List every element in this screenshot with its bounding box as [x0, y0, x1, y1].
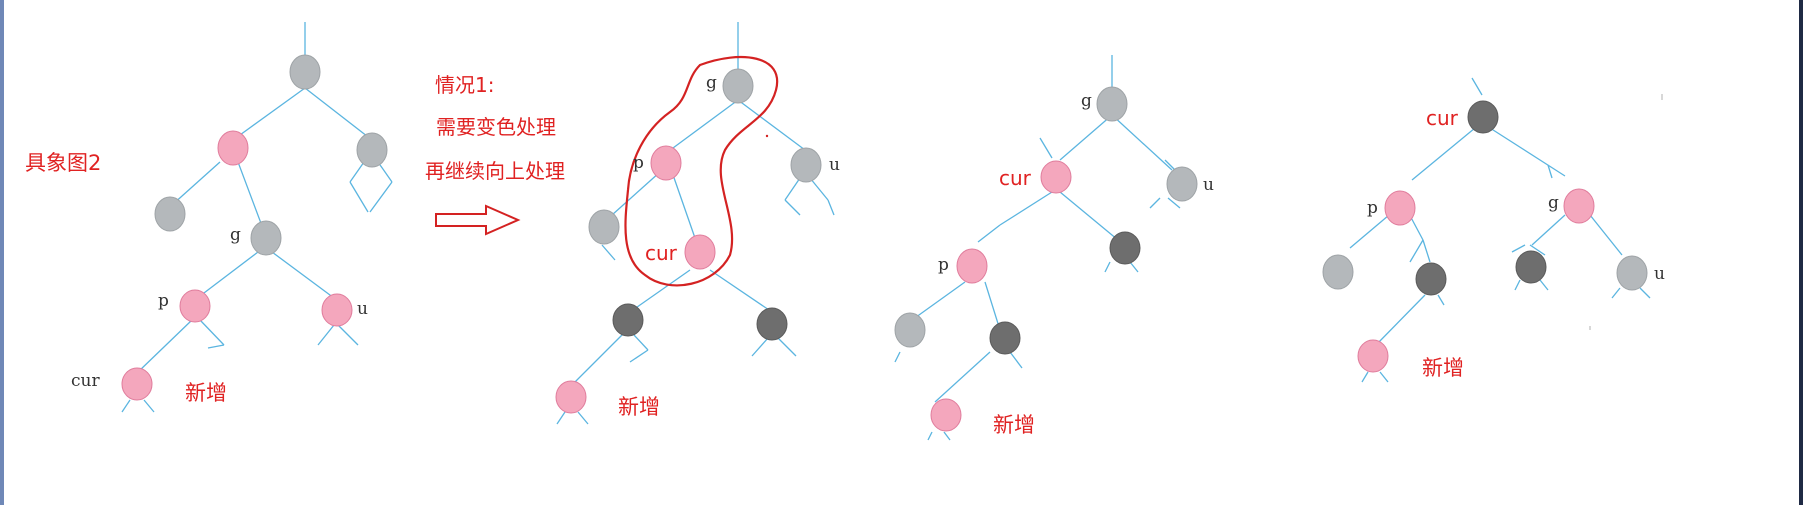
tree-2-node-u: [790, 147, 822, 183]
tree-2-label-p: p: [633, 153, 644, 173]
tree-4-node-new: [1357, 339, 1389, 373]
tree-2-node-cl: [612, 303, 644, 337]
tree-4-node-pl: [1322, 254, 1354, 290]
tree-3-label-g: g: [1081, 91, 1092, 111]
tree-4-node-pr: [1415, 262, 1447, 296]
tree-1-label-u: u: [357, 299, 368, 319]
tree-1-node-root: [289, 54, 321, 90]
tree-2-label-u: u: [829, 155, 840, 175]
right-frame-edge: [1799, 0, 1803, 505]
tree-2-node-p: [650, 145, 682, 181]
tree-2-node-new: [555, 380, 587, 414]
tree-2-node-cr: [756, 307, 788, 341]
tree-2: [556, 22, 835, 425]
tree-3-node-u: [1166, 166, 1198, 202]
tree-4-new-label: 新增: [1422, 356, 1464, 380]
tree-1-node-p: [179, 289, 211, 323]
tree-4-node-p: [1384, 190, 1416, 226]
case-line-2: 再继续向上处理: [425, 159, 565, 183]
tree-1-node-cur: [121, 367, 153, 401]
tree-1-new-label: 新增: [185, 381, 227, 405]
tree-1: [121, 22, 393, 413]
tree-4-label-cur: cur: [1426, 106, 1459, 130]
tree-3-node-cr: [1109, 231, 1141, 265]
right-arrow-icon: [435, 204, 521, 236]
tree-4-labels: cur p g u: [1367, 106, 1665, 284]
tree-3-node-new: [930, 398, 962, 432]
tree-2-new-label: 新增: [618, 395, 660, 419]
tree-2-label-cur: cur: [645, 241, 678, 265]
tree-1-nodes: [121, 54, 388, 401]
tree-3-label-cur: cur: [999, 166, 1032, 190]
tree-4-label-g: g: [1548, 193, 1559, 213]
tree-3-node-pl: [894, 312, 926, 348]
tree-4-label-p: p: [1367, 198, 1378, 218]
case-line-1: 需要变色处理: [436, 115, 556, 139]
tree-3-labels: g cur u p: [938, 91, 1214, 275]
tree-1-label-p: p: [158, 291, 169, 311]
tree-1-node-right: [356, 132, 388, 168]
tree-1-node-u: [321, 293, 353, 327]
tree-3-node-pr: [989, 321, 1021, 355]
tree-3-label-u: u: [1203, 175, 1214, 195]
tree-3-node-g: [1096, 86, 1128, 122]
tree-3-node-p: [956, 248, 988, 284]
tree-4-nodes: [1322, 100, 1648, 373]
tree-1-node-g: [250, 220, 282, 256]
diagram-title: 具象图2: [25, 151, 101, 175]
tree-1-node-left: [217, 130, 249, 166]
tree-2-node-g: [722, 68, 754, 104]
tree-3-nodes: [894, 86, 1198, 432]
tree-3-node-cur: [1040, 160, 1072, 194]
tree-3-new-label: 新增: [993, 413, 1035, 437]
case-title: 情况1:: [435, 73, 494, 97]
stray-dot-1: [765, 134, 769, 138]
tree-4-label-u: u: [1654, 264, 1665, 284]
tree-2-node-pl: [588, 209, 620, 245]
tree-4-node-g: [1563, 188, 1595, 224]
tree-4-node-cur: [1467, 100, 1499, 134]
tree-2-nodes: [555, 68, 822, 414]
tree-1-labels: g p u cur: [71, 225, 368, 391]
tree-3-label-p: p: [938, 255, 949, 275]
tree-2-labels: g p u cur: [633, 73, 840, 265]
tree-2-node-cur: [684, 234, 716, 270]
tree-2-label-g: g: [706, 73, 717, 93]
tree-4: [1349, 77, 1651, 383]
tree-3: [894, 55, 1181, 441]
left-frame-edge: [0, 0, 4, 505]
tree-4-node-gl: [1515, 250, 1547, 284]
tree-4-node-u: [1616, 255, 1648, 291]
tree-1-label-cur: cur: [71, 371, 100, 391]
tree-1-node-ll: [154, 196, 186, 232]
tree-1-label-g: g: [230, 225, 241, 245]
tree-2-highlight-loop: [624, 55, 779, 287]
